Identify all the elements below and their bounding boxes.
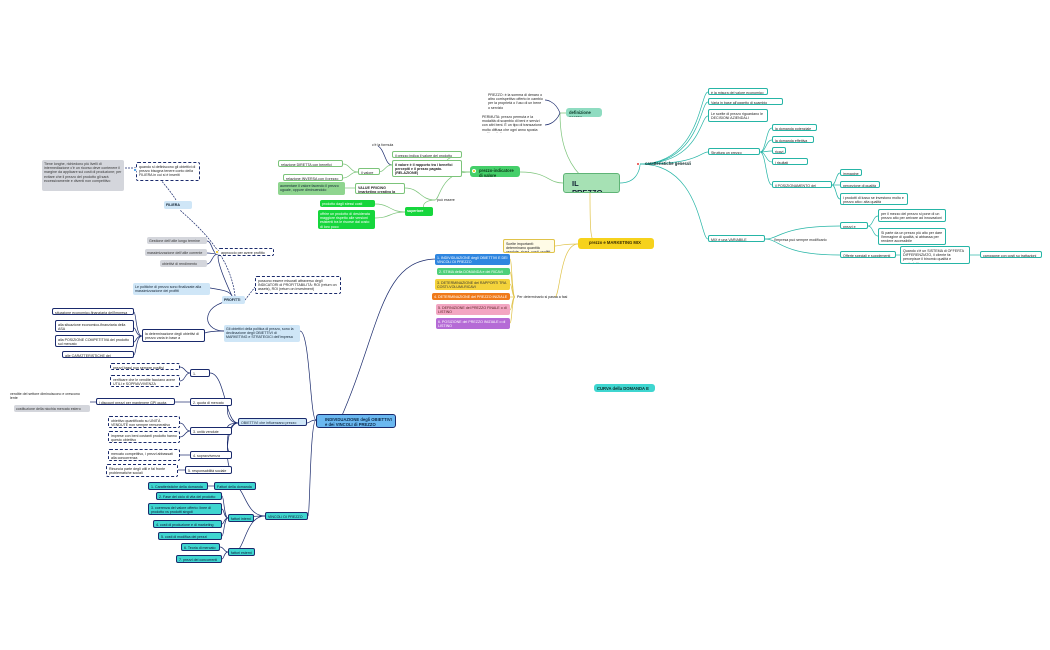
- marketing-step[interactable]: 3. DETERMINAZIONE dei RAPPORTI TRA COSTI…: [435, 279, 510, 290]
- influenza-item[interactable]: alla POSIZIONE COMPETITIVA del prodotto …: [55, 335, 134, 347]
- vendite-item[interactable]: verificare che le vendite facciano avere…: [110, 375, 180, 387]
- esterni-item[interactable]: 6. Teoria di mercato: [181, 543, 220, 551]
- filiera-marker-icon: [133, 168, 137, 172]
- definizione-text-permuta: PERMUTA: prezzo permuta e la modalità di…: [482, 114, 542, 134]
- obiettivo-item[interactable]: 1. vendite: [190, 369, 210, 377]
- esterni-item[interactable]: 7. prezzi dei concorrenti: [176, 555, 222, 563]
- prezzi-alti-sub[interactable]: per il mezzo del prezzo si pone di un pr…: [878, 209, 946, 222]
- superiore-quality[interactable]: prodotto dagli stessi costi: [320, 200, 375, 207]
- individuazione-intro[interactable]: Gli obiettivi della politica di prezzo, …: [224, 325, 300, 342]
- caratteristica-item[interactable]: Le scelte di prezzo riguardano le DECISI…: [708, 109, 768, 122]
- caratteristica-item[interactable]: MIX è una VARIABILE STATICA: [708, 235, 765, 242]
- quota-left-item[interactable]: costituzione della nicchia mercato ester…: [14, 405, 90, 412]
- determina-item[interactable]: la domanda potenziale: [772, 124, 817, 131]
- definizione-text-prezzo: PREZZO: è la somma di denaro o altro cor…: [488, 92, 543, 110]
- value-pricing[interactable]: VALUE PRICING (marketing creativo la far…: [355, 183, 405, 194]
- approccio-node[interactable]: approccio per avere profitto: [218, 248, 274, 256]
- root-node[interactable]: IL PREZZO: [563, 173, 620, 193]
- marketing-step[interactable]: 2. STIMA della DOMANDA e dei RICAVI: [437, 268, 510, 275]
- approccio-item[interactable]: obiettivi di rendimento: [160, 260, 207, 267]
- marketing-step[interactable]: 4. DETERMINAZIONE del PREZZO INIZIALE: [432, 293, 510, 300]
- domanda-item[interactable]: 1. Caratteristiche della domanda: [148, 482, 208, 490]
- influenza-item[interactable]: situazione economico-finanziaria dell'im…: [52, 308, 134, 315]
- unita-item[interactable]: imprese con beni costanti prodotto hanno…: [108, 431, 180, 443]
- obiettivo-item[interactable]: 4. sopravvivenza: [190, 451, 232, 459]
- caratteristiche-marker-icon: [636, 162, 640, 166]
- determina-item[interactable]: i risultati economici: [772, 158, 808, 165]
- fasi-label: Per determinarlo si passa a fasi: [517, 294, 568, 299]
- posizionamento-item[interactable]: percezione di qualità: [840, 181, 880, 188]
- formula-label: c'è la formula: [372, 142, 394, 147]
- caratteristica-item[interactable]: Struttura un prezzo determina: [708, 148, 760, 155]
- influenza-item[interactable]: alla situazione economico-finanziaria de…: [55, 320, 134, 332]
- fattori-domanda-node[interactable]: Fattori della domanda: [214, 482, 256, 490]
- valore-rapporto[interactable]: il valore è il rapporto tra i benefici p…: [392, 160, 462, 177]
- curva-hub[interactable]: CURVA della DOMANDA E DEI RICAVI: [594, 384, 655, 392]
- obiettivi-node[interactable]: OBIETTIVI che influenzano prezzo: [238, 418, 307, 426]
- approccio-item[interactable]: massimizzazione dell'utile corrente: [145, 249, 207, 256]
- filiera-detail[interactable]: Tiene longhe, richiedono più livelli di …: [42, 160, 124, 191]
- offerte-node[interactable]: Offerte speciali e supplementi: [840, 251, 896, 258]
- relazione-inversa[interactable]: relazione INVERSA con il prezzo: [283, 174, 343, 181]
- obiettivo-item[interactable]: 5. responsabilità sociale: [185, 466, 232, 474]
- value-pricing-detail[interactable]: aumentare il valore facendo il prezzo ug…: [278, 182, 345, 195]
- superiore-detail-label: può essere: [437, 197, 455, 202]
- obiettivo-item[interactable]: 3. unità vendute: [190, 427, 232, 435]
- profitti-node[interactable]: PROFITTI: [222, 296, 245, 304]
- caratteristica-item[interactable]: Varia in base all'oggetto di scambio (te…: [708, 98, 783, 105]
- valore-percepito[interactable]: il prezzo indica il valore del prodotto: [392, 151, 462, 158]
- caratteristica-item[interactable]: è la misura del valore economico: [708, 88, 768, 95]
- marketing-intro[interactable]: Scelte importanti: determinano quantità …: [503, 239, 555, 253]
- fattori-esterni-node[interactable]: fattori esterni: [228, 548, 255, 556]
- indicatori-node[interactable]: possono essere misurati attraverso degli…: [255, 276, 341, 294]
- interni-item[interactable]: 5. costi di modifica dei prezzi: [158, 532, 222, 540]
- interni-item[interactable]: 4. costi di produzione e di marketing: [153, 520, 222, 528]
- modificato-label: l'impresa può sempre modificarlo: [774, 237, 827, 242]
- filiera-note[interactable]: quando si definiscono gli obiettivi di p…: [136, 162, 200, 181]
- unita-item[interactable]: obiettivo quantificato su UNITÀ VENDUTE …: [108, 416, 180, 428]
- obiettivo-item[interactable]: 2. quota di mercato: [190, 398, 232, 406]
- sociale-item[interactable]: Rinuncia parte degli utili e fai fronte …: [106, 464, 178, 477]
- marketing-step[interactable]: 6. POSIZIONE del PREZZO INIZIALE o di LI…: [436, 318, 510, 329]
- prezzi-alti-node[interactable]: prezzi e abituare: [840, 222, 868, 229]
- campagne-node[interactable]: campagne con costi su trattazioni: [980, 251, 1042, 258]
- vendite-item[interactable]: prezzi bassi non sempre positivi: [110, 363, 180, 370]
- interni-item[interactable]: 3. coerenza del valore offerto: linee di…: [148, 503, 222, 515]
- posizionamento-item[interactable]: i prodotti di lusso se investono molto e…: [840, 193, 908, 205]
- prezzi-alti-sub[interactable]: Si parte da un prezzo più alto per dare …: [878, 228, 946, 245]
- individuazione-hub[interactable]: INDIVIDUAZIONE degli OBIETTIVI e dei VIN…: [316, 414, 396, 428]
- offerta-detail[interactable]: Quando c'è un SISTEMA di OFFERTA DIFFERE…: [900, 246, 970, 264]
- influenza-node[interactable]: la determinazione degli obiettivi di pre…: [142, 329, 205, 342]
- interni-item[interactable]: 2. Fase del ciclo di vita del prodotto: [156, 492, 222, 500]
- relazione-diretta[interactable]: relazione DIRETTA con benefici percepiti: [278, 160, 343, 167]
- approccio-item[interactable]: Gestione dell'utile lungo termine: [147, 237, 207, 244]
- indicatore-hub[interactable]: prezzo-indicatore di valore: [470, 166, 520, 177]
- determina-item[interactable]: la domanda effettiva: [772, 136, 814, 143]
- determina-item[interactable]: ricavi: [772, 147, 786, 154]
- caratteristiche-hub[interactable]: caratteristiche generali: [645, 161, 691, 166]
- superiore-long[interactable]: offrire un prodotto di desiderata maggio…: [318, 210, 375, 229]
- fattori-interni-node[interactable]: fattori interni: [228, 514, 254, 522]
- quota-left-item: vendite del settore diminuiscono e cresc…: [10, 391, 80, 400]
- marketing-step[interactable]: 1. INDIVIDUAZIONE degli OBIETTIVI E DEI …: [435, 254, 510, 265]
- filiera-node[interactable]: FILIERA: [164, 201, 192, 209]
- posizionamento-item[interactable]: immagine: [840, 169, 862, 176]
- quota-item[interactable]: i discount prezzi per mantenere GPI quot…: [96, 398, 175, 405]
- approccio-marker-icon: [215, 250, 219, 254]
- marketing-step[interactable]: 5. DEFINIZIONE del PREZZO FINALE o di LI…: [436, 304, 510, 315]
- superiore-node[interactable]: superiore: [405, 207, 433, 216]
- sopravvivenza-item[interactable]: mercato competitivo, i prezzi abbassati …: [108, 449, 180, 461]
- vincoli-node[interactable]: VINCOLI DI PREZZO: [265, 512, 308, 520]
- influenza-item[interactable]: alle CARATTERISTICHE del SEGMENTO: [62, 351, 134, 358]
- indicatore-marker-icon: [472, 169, 476, 173]
- valore-ha[interactable]: il valore ha: [358, 168, 380, 175]
- politiche-node[interactable]: Le politiche di prezzo sono finalizzate …: [133, 283, 210, 295]
- marketing-mix-hub[interactable]: prezzo e MARKETING MIX: [578, 238, 654, 249]
- definizione-hub[interactable]: definizione prezzo: [566, 108, 602, 117]
- determina-item[interactable]: il POSIZIONAMENTO del prodotto: [772, 181, 832, 188]
